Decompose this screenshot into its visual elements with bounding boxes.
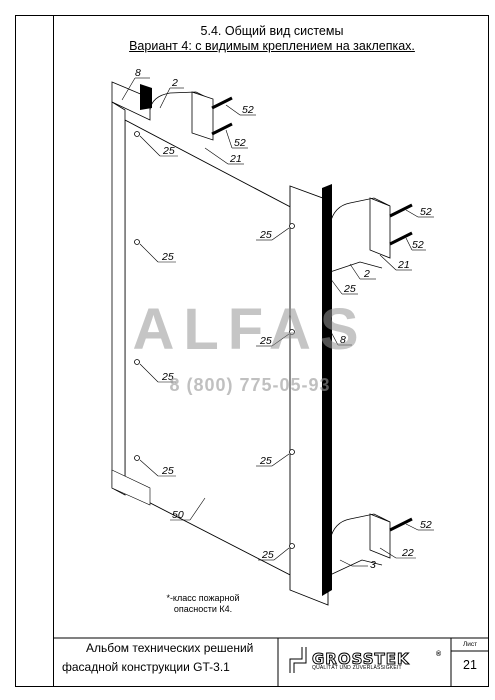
leader-lines — [121, 77, 434, 567]
anchor-bolt-4 — [389, 231, 413, 246]
callout-52-d: 52 — [412, 239, 424, 251]
callout-8-top: 8 — [135, 67, 141, 79]
variant-subtitle: Вариант 4: с видимым креплением на закле… — [129, 39, 415, 53]
bracket-arm-middle — [329, 261, 383, 273]
bracket-plate-middle — [369, 197, 391, 259]
callout-2-mid: 2 — [363, 268, 370, 280]
album-title-line2: фасадной конструкции GT-3.1 — [62, 660, 230, 674]
rail-black-strip-top — [140, 84, 152, 110]
album-title-line1: Альбом технических решений — [86, 641, 254, 655]
vertical-rail — [289, 185, 329, 606]
rail-profile-top — [111, 81, 151, 121]
rivet-group — [134, 131, 295, 549]
bracket-plate-top — [191, 91, 214, 141]
callout-25-l2: 25 — [161, 371, 174, 383]
callout-52-b: 52 — [234, 137, 246, 149]
callout-52-c: 52 — [420, 206, 432, 218]
sheet-number: 21 — [463, 658, 477, 672]
section-title: 5.4. Общий вид системы — [200, 24, 344, 38]
anchor-bolt-2 — [211, 122, 233, 136]
callout-22: 22 — [401, 547, 414, 559]
callout-25-tl: 25 — [162, 145, 175, 157]
binding-margin-line — [53, 15, 54, 687]
rivet — [289, 329, 295, 335]
callout-25-r2: 25 — [259, 335, 272, 347]
bracket-bottom — [329, 513, 391, 541]
callout-25-tr: 25 — [259, 229, 272, 241]
rivet — [134, 455, 140, 461]
fire-class-note-line2: опасности К4. — [173, 604, 233, 614]
bracket-top — [149, 91, 213, 111]
bracket-arm-bottom — [329, 559, 383, 576]
logo-corner-mark — [289, 647, 307, 673]
callout-21-a: 21 — [229, 153, 242, 165]
callout-2-top: 2 — [171, 77, 178, 89]
rivet — [289, 449, 295, 455]
callout-3: 3 — [370, 559, 376, 571]
grosstek-logo: GROSSTEK ® QUALITÄT UND ZUVERLÄSSIGKEIT — [312, 650, 442, 672]
callout-25-r3: 25 — [259, 455, 272, 467]
rivet — [134, 359, 140, 365]
rail-black-strip — [322, 184, 332, 596]
title-block-lines — [53, 637, 489, 687]
callout-25-bot: 25 — [261, 549, 274, 561]
callout-52-a: 52 — [242, 104, 254, 116]
logo-wordmark: GROSSTEK — [312, 650, 410, 669]
anchor-bolt-3 — [389, 203, 413, 218]
sheet-label: Лист — [463, 641, 478, 648]
watermark-phone: 8 (800) 775-05-93 — [169, 375, 331, 395]
rivet — [134, 239, 140, 245]
rivet — [289, 543, 295, 549]
callout-52-e: 52 — [420, 519, 432, 531]
callout-25-mid: 25 — [343, 283, 356, 295]
callout-50: 50 — [172, 509, 184, 521]
rivet — [289, 223, 295, 229]
logo-tagline: QUALITÄT UND ZUVERLÄSSIGKEIT — [312, 665, 402, 671]
callout-25-ml: 25 — [161, 251, 174, 263]
bracket-middle — [329, 197, 391, 225]
logo-registered-mark: ® — [436, 651, 442, 658]
watermark-brand: ALFAS — [132, 297, 368, 362]
anchor-bolt-1 — [211, 96, 233, 110]
drawing-frame — [15, 15, 489, 687]
bracket-plate-bottom — [369, 513, 391, 559]
callout-8-mid: 8 — [340, 334, 346, 346]
callout-21-b: 21 — [397, 259, 410, 271]
callout-25-l3: 25 — [161, 465, 174, 477]
anchor-bolt-5 — [389, 517, 413, 532]
panel-bottom-strip — [111, 469, 151, 506]
fire-class-note-line1: *-класс пожарной — [166, 593, 240, 603]
rivet — [134, 131, 140, 137]
panel-left-edge — [111, 101, 126, 496]
